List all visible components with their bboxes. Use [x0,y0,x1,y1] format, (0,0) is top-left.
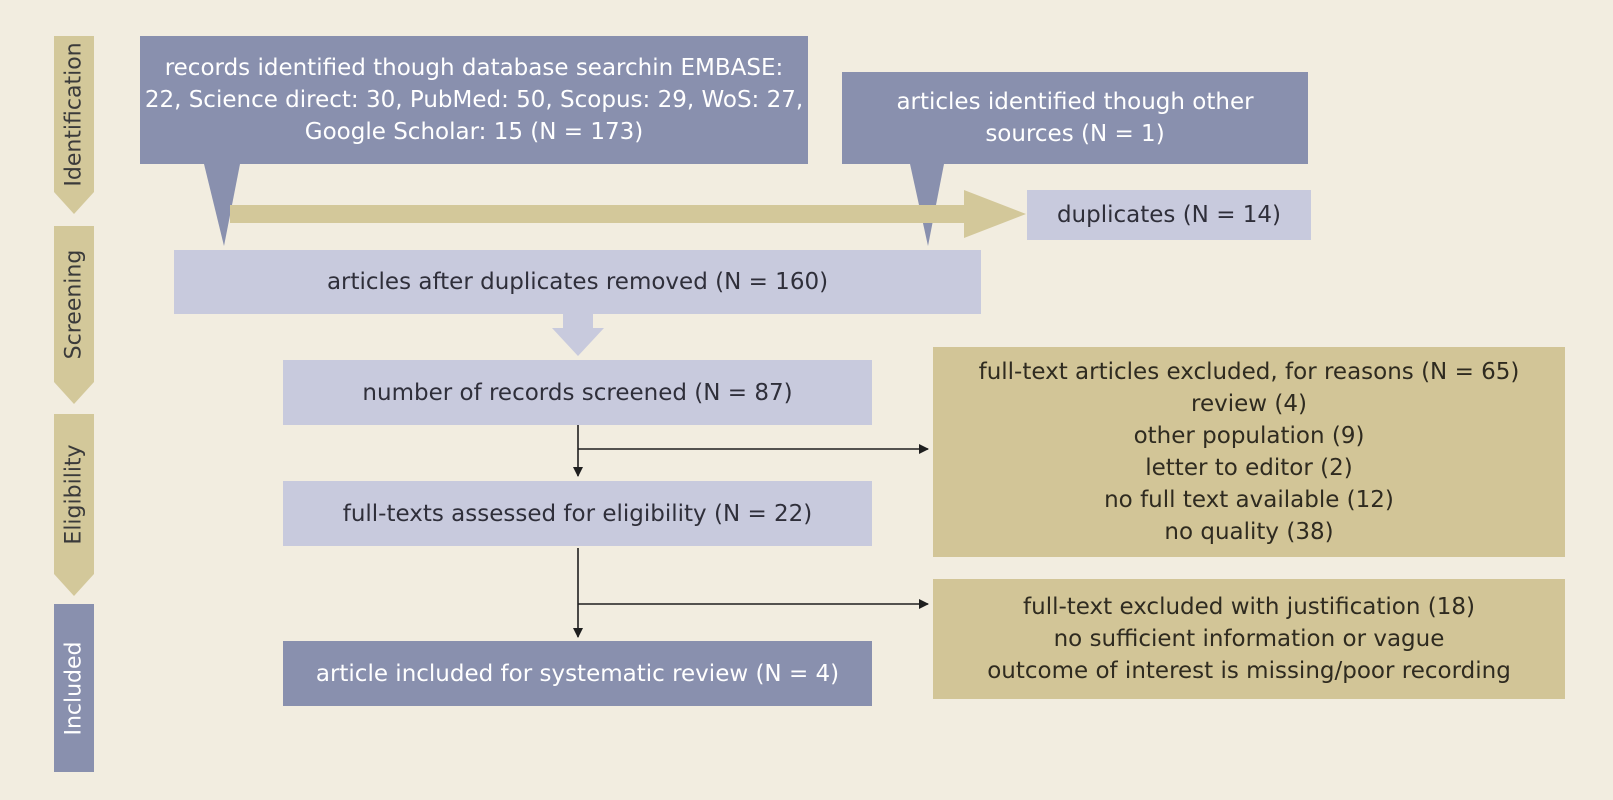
included-text: article included for systematic review (… [315,660,840,687]
stage-chevron-identification [54,36,94,214]
stage-label-eligibility-text: Eligibility [61,443,87,545]
stage-chevron-eligibility [54,414,94,596]
excluded-reasons-line-5: no full text available (12) [1104,487,1394,513]
stage-label-included-text: Included [61,640,87,736]
excluded-reasons-line-2: review (4) [1191,391,1307,417]
database-search-line-1: records identified though database searc… [164,55,784,81]
excluded-justification-box: full-text excluded with justification (1… [933,579,1565,699]
records-screened-text: number of records screened (N = 87) [362,379,793,406]
duplicates-flow-arrow [230,190,1026,238]
after-duplicates-box: articles after duplicates removed (N = 1… [174,250,981,314]
excluded-reasons-line-4: letter to editor (2) [1145,455,1353,481]
duplicates-box: duplicates (N = 14) [1027,190,1311,240]
other-sources-line-1: articles identified though other [896,89,1254,115]
duplicates-text: duplicates (N = 14) [1056,202,1282,228]
database-search-line-2: 22, Science direct: 30, PubMed: 50, Scop… [144,87,804,113]
database-search-box: records identified though database searc… [140,36,808,164]
excluded-justification-line-3: outcome of interest is missing/poor reco… [987,658,1511,684]
other-sources-line-2: sources (N = 1) [985,121,1165,147]
excluded-reasons-line-6: no quality (38) [1164,519,1334,545]
excluded-justification-line-1: full-text excluded with justification (1… [1023,594,1475,620]
callout-tail-database [204,164,240,246]
records-screened-box: number of records screened (N = 87) [283,360,872,425]
screening-down-arrow [552,314,604,356]
included-box: article included for systematic review (… [283,641,872,706]
excluded-justification-line-2: no sufficient information or vague [1053,626,1445,652]
after-duplicates-text: articles after duplicates removed (N = 1… [326,269,829,295]
stage-label-included: Included [54,604,94,772]
excluded-reasons-line-1: full-text articles excluded, for reasons… [978,359,1520,385]
eligibility-box: full-texts assessed for eligibility (N =… [283,481,872,546]
stage-chevron-screening [54,226,94,404]
eligibility-text: full-texts assessed for eligibility (N =… [342,500,813,527]
database-search-line-3: Google Scholar: 15 (N = 173) [304,119,644,145]
other-sources-box: articles identified though other sources… [842,72,1308,164]
excluded-reasons-box: full-text articles excluded, for reasons… [933,347,1565,557]
stage-label-identification: Identification [54,36,94,192]
excluded-reasons-line-3: other population (9) [1133,423,1365,449]
stage-label-eligibility: Eligibility [54,414,94,574]
stage-label-screening: Screening [54,226,94,382]
stage-label-screening-text: Screening [61,249,87,359]
stage-label-identification-text: Identification [61,41,87,187]
